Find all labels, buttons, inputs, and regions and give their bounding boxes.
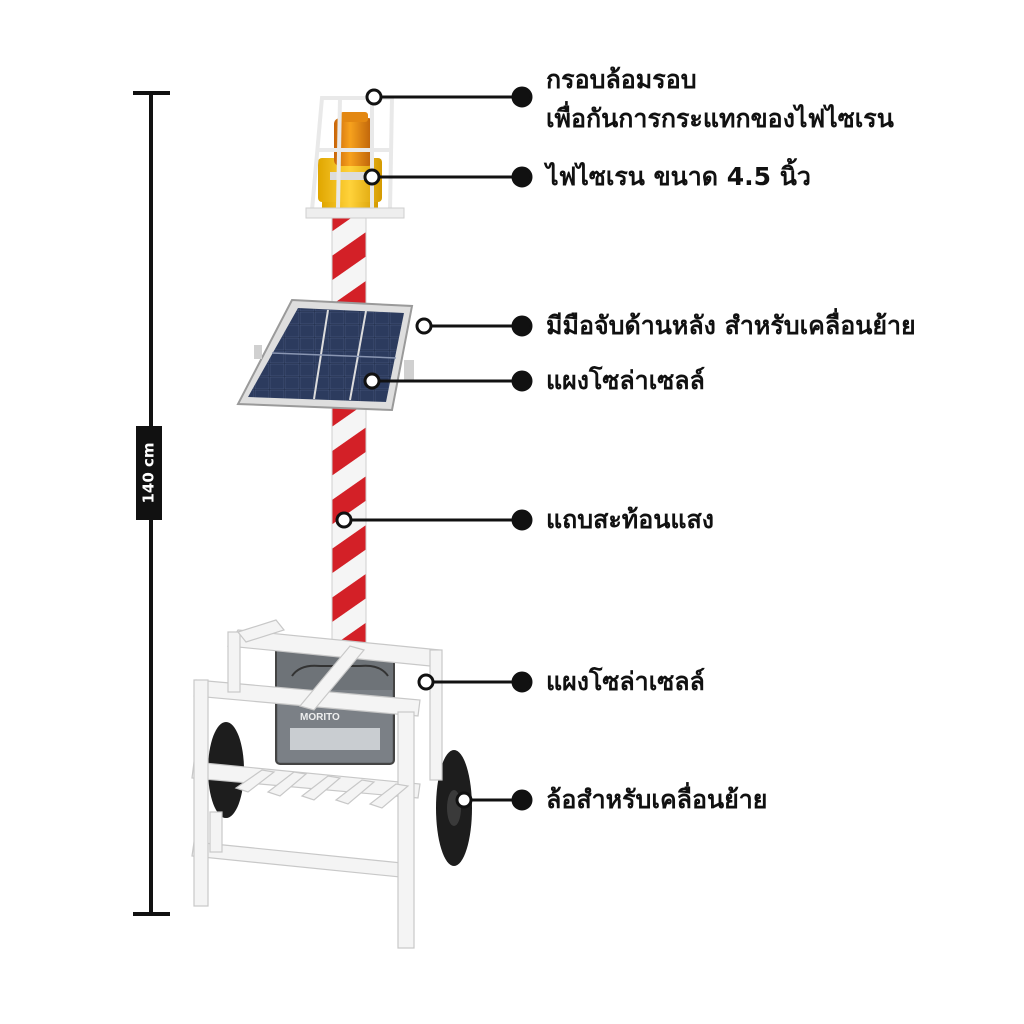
callout-cage-line2: เพื่อกันการกระแทกของไฟไซเรน [546, 104, 894, 133]
height-label: 140 cm [136, 426, 162, 520]
callout-battery: แผงโซล่าเซลล์ [546, 667, 705, 696]
cart-frame [191, 619, 443, 949]
solar-panel [236, 298, 414, 412]
callout-solar-panel: แผงโซล่าเซลล์ [546, 366, 705, 395]
callout-handle: มีมือจับด้านหลัง สำหรับเคลื่อนย้าย [546, 311, 916, 340]
callout-wheels: ล้อสำหรับเคลื่อนย้าย [546, 785, 768, 814]
reflective-pole [331, 214, 367, 646]
height-label-text: 140 cm [140, 442, 158, 504]
callout-cage-line1: กรอบล้อมรอบ [546, 65, 697, 94]
callout-siren: ไฟไซเรน ขนาด 4.5 นิ้ว [546, 162, 811, 191]
callout-lines [335, 86, 533, 811]
battery-brand: MORITO [300, 712, 340, 723]
callout-reflective-strip: แถบสะท้อนแสง [546, 505, 714, 534]
